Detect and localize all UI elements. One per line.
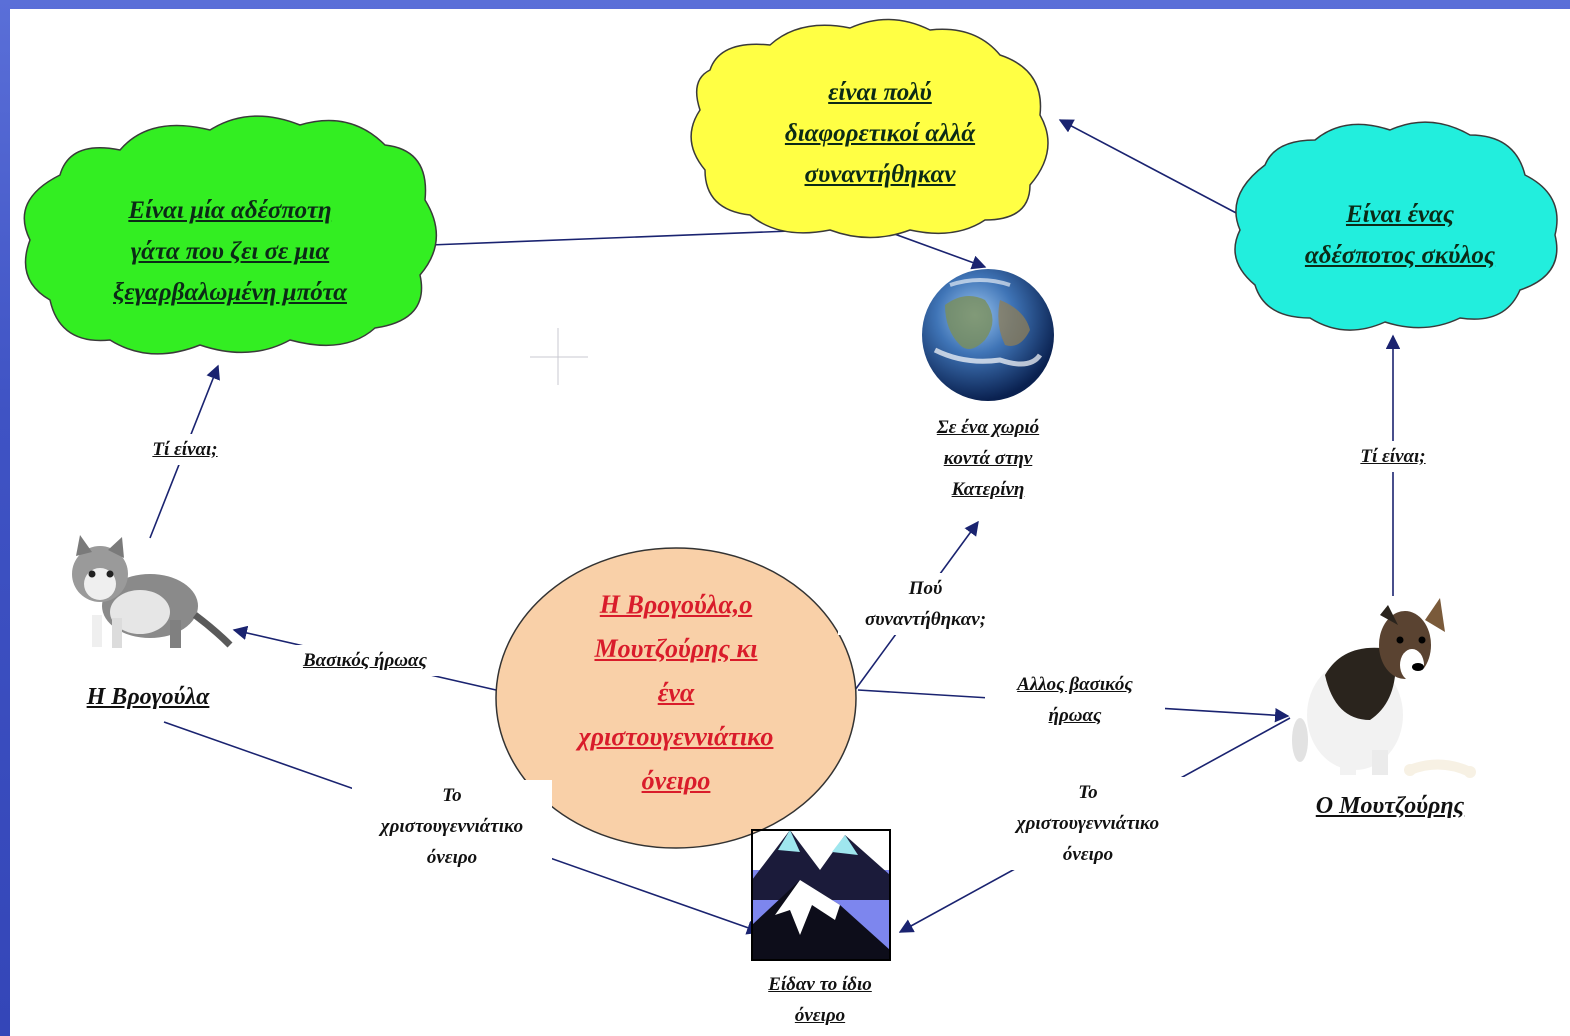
cloud-left-text: Είναι μία αδέσποτη γάτα που ζει σε μια ξ… <box>113 197 347 306</box>
snowy-mountains-icon <box>751 829 891 961</box>
edge-label-other-hero: Αλλος βασικός ήρωας <box>985 669 1165 731</box>
cloud-top-text: είναι πολύ διαφορετικοί αλλά συναντήθηκα… <box>784 79 976 188</box>
edge-label-where-met: Πού συναντήθηκαν; <box>838 573 1013 635</box>
edge-label-what-right: Τί είναι; <box>1328 441 1458 472</box>
arrow-right-cloud-to-top-cloud <box>1058 119 1241 216</box>
cloud-right <box>1234 121 1558 331</box>
dog-name-label: Ο Μουτζούρης <box>1315 793 1465 819</box>
crosshair-mark <box>530 328 588 385</box>
kitten-icon <box>72 535 233 648</box>
terrier-dog-icon <box>1292 598 1476 778</box>
cloud-left <box>23 115 437 355</box>
earth-village-label: Σε ένα χωριό κοντά στην Κατερίνη <box>936 417 1040 500</box>
center-circle <box>495 547 857 849</box>
mountain-same-dream-label: Είδαν το ίδιο όνειρο <box>768 974 872 1026</box>
cloud-right-text: Είναι ένας αδέσποτος σκύλος <box>1304 201 1496 269</box>
edge-label-main-hero: Βασικός ήρωας <box>275 645 455 676</box>
center-title: Η Βρογούλα,ο Μουτζούρης κι ένα χριστουγε… <box>578 590 774 795</box>
cloud-top <box>690 18 1049 239</box>
edge-label-dream-right: Το χριστουγεννιάτικο όνειρο <box>988 777 1188 870</box>
cat-name-label: Η Βρογούλα <box>86 684 210 710</box>
edge-label-what-left: Τί είναι; <box>120 434 250 465</box>
earth-globe-icon <box>922 269 1054 401</box>
edge-label-dream-left: Το χριστουγεννιάτικο όνειρο <box>352 780 552 873</box>
